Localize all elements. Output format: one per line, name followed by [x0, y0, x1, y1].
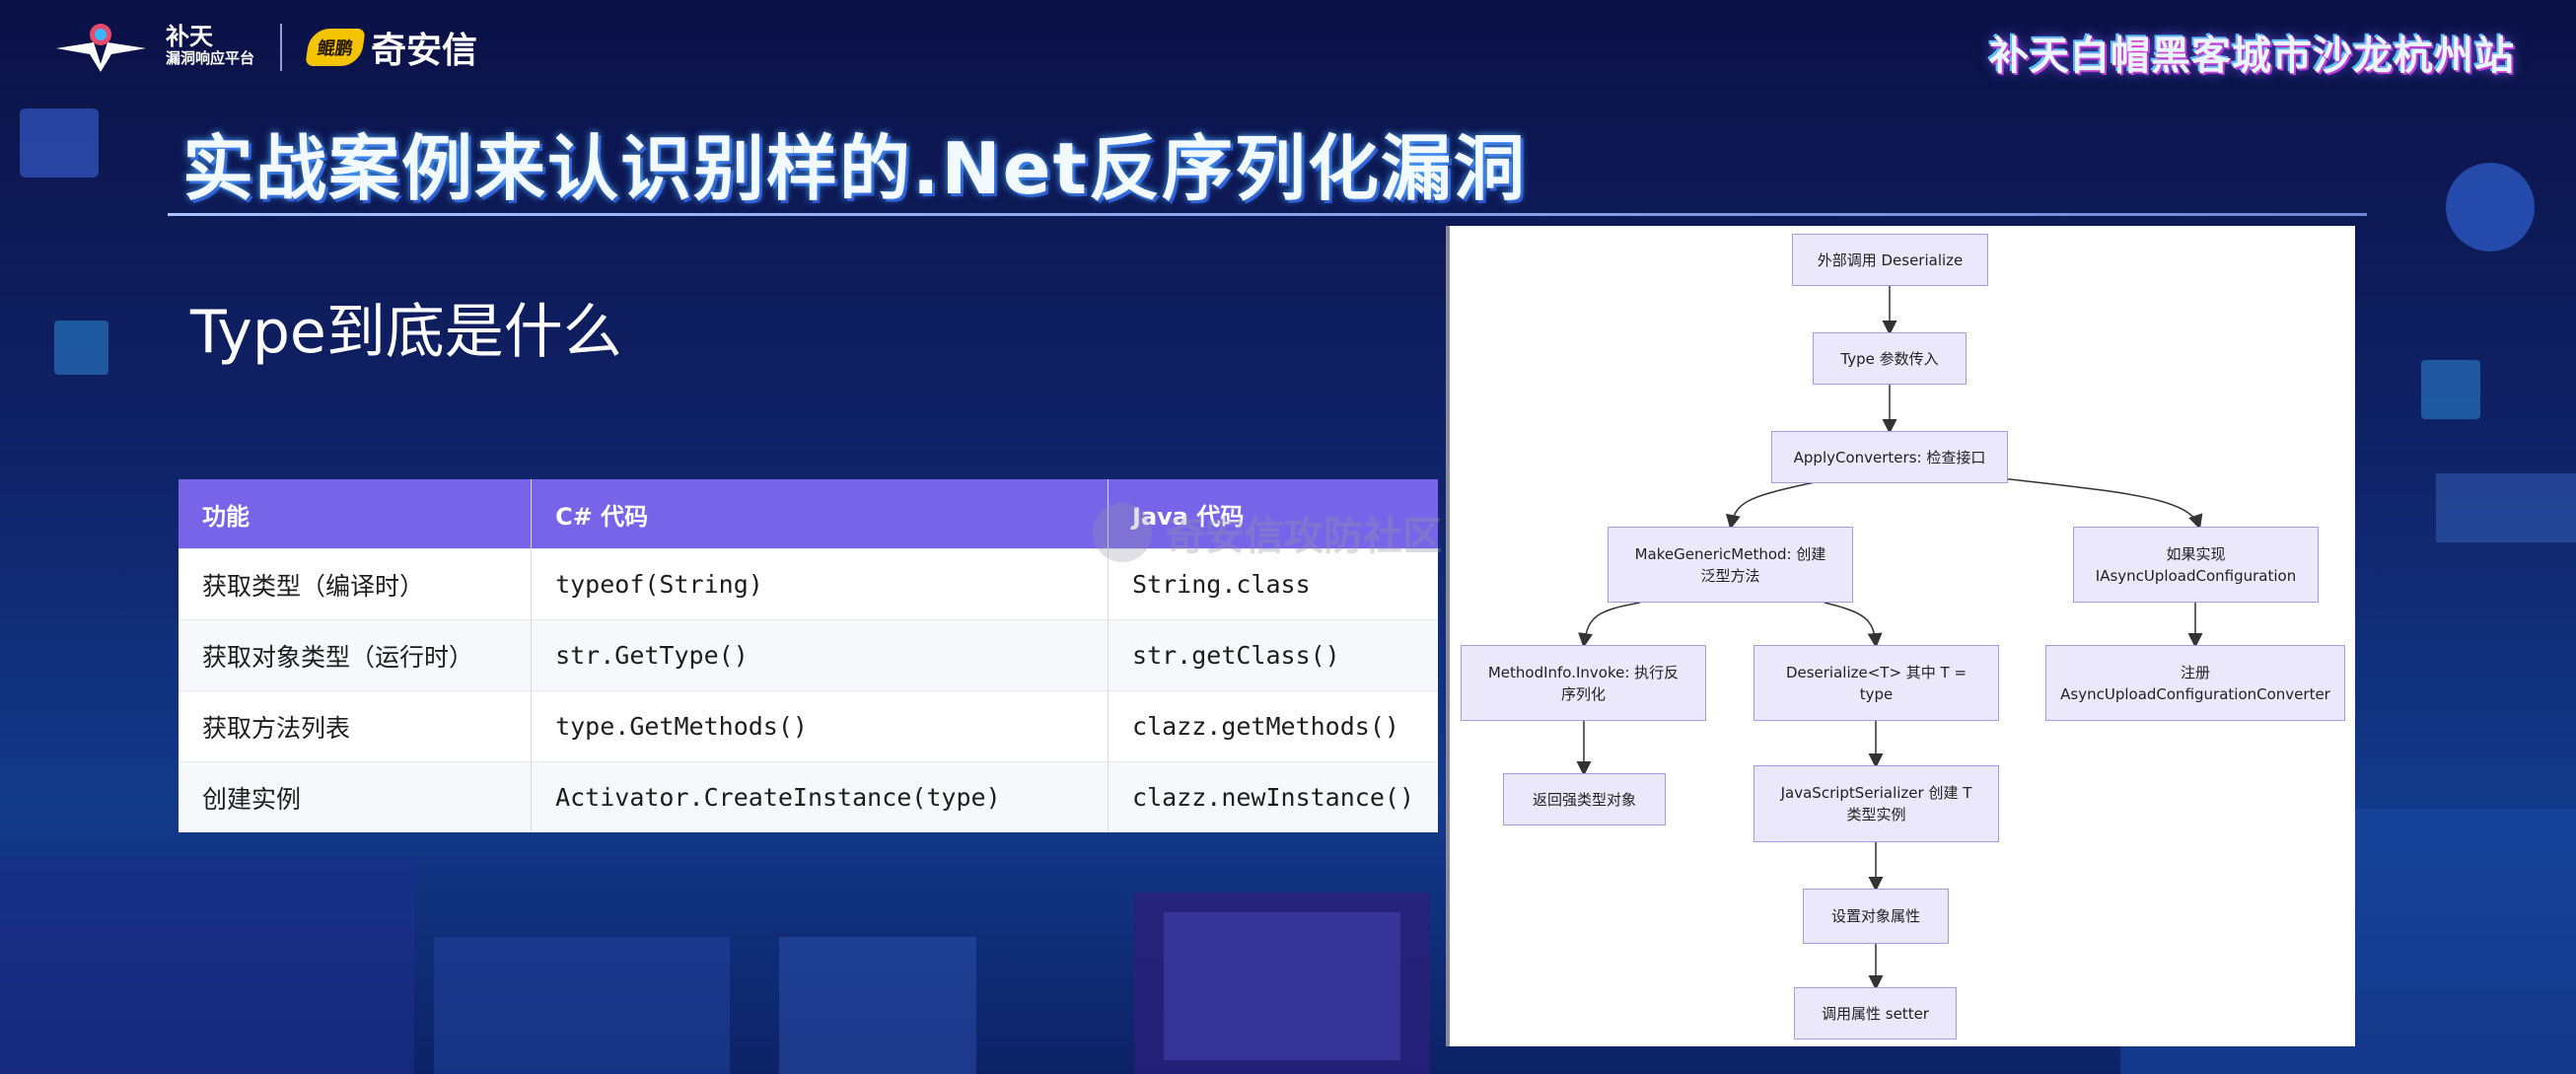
node-label: AsyncUploadConfigurationConverter	[2060, 684, 2330, 703]
column-header-csharp: C# 代码	[531, 479, 1109, 549]
page-title: 实战案例来认识别样的.Net反序列化漏洞	[182, 127, 1527, 210]
table-cell: String.class	[1108, 548, 1438, 620]
butian-logo-icon	[54, 21, 148, 75]
brand-tagline: 漏洞响应平台	[166, 49, 255, 67]
watermark-text: 奇安信攻防社区	[1166, 514, 1442, 559]
column-header-feature: 功能	[179, 479, 532, 549]
table-header-row: 功能 C# 代码 Java 代码	[179, 479, 1438, 549]
node-label: JavaScriptSerializer 创建 T	[1780, 784, 1972, 802]
event-title: 补天白帽黑客城市沙龙杭州站	[1989, 34, 2515, 79]
comparison-table: 功能 C# 代码 Java 代码 获取类型（编译时） typeof(String…	[179, 479, 1438, 832]
slide-subtitle: Type到底是什么	[190, 298, 622, 367]
node-make-generic-method: MakeGenericMethod: 创建 泛型方法	[1608, 527, 1853, 603]
table-cell: str.getClass()	[1108, 619, 1438, 691]
node-deserialize-generic: Deserialize<T> 其中 T = type	[1753, 645, 1999, 721]
table-cell: clazz.getMethods()	[1108, 690, 1438, 762]
watermark-logo-icon	[1093, 503, 1152, 562]
node-label: Deserialize<T> 其中 T =	[1785, 663, 1968, 681]
node-label: MethodInfo.Invoke: 执行反	[1487, 663, 1680, 681]
node-apply-converters: ApplyConverters: 检查接口	[1771, 431, 2008, 483]
node-label: Type 参数传入	[1840, 349, 1939, 368]
node-external-deserialize: 外部调用 Deserialize	[1792, 234, 1988, 286]
diagram-connectors	[1576, 285, 2203, 990]
flow-diagram: 外部调用 Deserialize Type 参数传入 ApplyConverte…	[1446, 226, 2355, 1046]
node-type-param: Type 参数传入	[1813, 332, 1967, 385]
table-cell: 获取类型（编译时）	[179, 548, 532, 620]
table-cell: 获取方法列表	[179, 690, 532, 762]
table-row: 获取类型（编译时） typeof(String) String.class	[179, 548, 1438, 620]
node-set-properties: 设置对象属性	[1803, 889, 1949, 944]
logo-bar: 补天 漏洞响应平台 鲲鹏 奇安信	[54, 18, 477, 77]
node-label: 类型实例	[1846, 806, 1906, 823]
node-label: 序列化	[1560, 684, 1606, 703]
brand-name: 补天	[166, 23, 213, 50]
table-cell: 创建实例	[179, 761, 532, 832]
node-call-setter: 调用属性 setter	[1794, 987, 1957, 1039]
table-row: 获取对象类型（运行时） str.GetType() str.getClass()	[179, 619, 1438, 691]
table-cell: 获取对象类型（运行时）	[179, 619, 532, 691]
qianxin-badge: 鲲鹏	[305, 29, 366, 66]
edge	[1824, 602, 1883, 648]
logo-divider	[280, 24, 283, 71]
table-cell: clazz.newInstance()	[1108, 761, 1438, 832]
node-label: 返回强类型对象	[1532, 790, 1636, 809]
node-label: 泛型方法	[1700, 566, 1760, 585]
node-javascriptserializer-create: JavaScriptSerializer 创建 T 类型实例	[1753, 765, 1999, 842]
table-cell: Activator.CreateInstance(type)	[531, 761, 1109, 832]
watermark: 奇安信攻防社区	[1093, 503, 1442, 562]
node-label: 外部调用 Deserialize	[1817, 251, 1964, 269]
node-label: IAsyncUploadConfiguration	[2095, 566, 2297, 585]
node-label: 如果实现	[2166, 544, 2226, 563]
butian-brand: 补天 漏洞响应平台	[166, 23, 255, 69]
edge	[2001, 477, 2203, 530]
table-cell: type.GetMethods()	[531, 690, 1109, 762]
table-cell: typeof(String)	[531, 548, 1109, 620]
edge	[1578, 602, 1641, 648]
node-register-converter: 注册 AsyncUploadConfigurationConverter	[2045, 645, 2345, 721]
node-label: 调用属性 setter	[1822, 1004, 1929, 1023]
node-label: 设置对象属性	[1830, 907, 1920, 925]
column-header-java: Java 代码	[1108, 479, 1438, 549]
title-divider	[168, 213, 2367, 216]
table-row: 获取方法列表 type.GetMethods() clazz.getMethod…	[179, 690, 1438, 762]
node-label: type	[1859, 684, 1894, 703]
node-label: 注册	[2180, 663, 2210, 681]
node-return-typed-object: 返回强类型对象	[1503, 773, 1666, 825]
qianxin-name: 奇安信	[371, 31, 478, 71]
node-methodinfo-invoke: MethodInfo.Invoke: 执行反 序列化	[1461, 645, 1706, 721]
node-label: ApplyConverters: 检查接口	[1793, 448, 1986, 466]
edge	[1726, 481, 1816, 530]
node-if-implements: 如果实现 IAsyncUploadConfiguration	[2073, 527, 2319, 603]
table-row: 创建实例 Activator.CreateInstance(type) claz…	[179, 761, 1438, 832]
node-label: MakeGenericMethod: 创建	[1634, 544, 1826, 563]
table-cell: str.GetType()	[531, 619, 1109, 691]
qianxin-logo: 鲲鹏 奇安信	[305, 22, 478, 73]
